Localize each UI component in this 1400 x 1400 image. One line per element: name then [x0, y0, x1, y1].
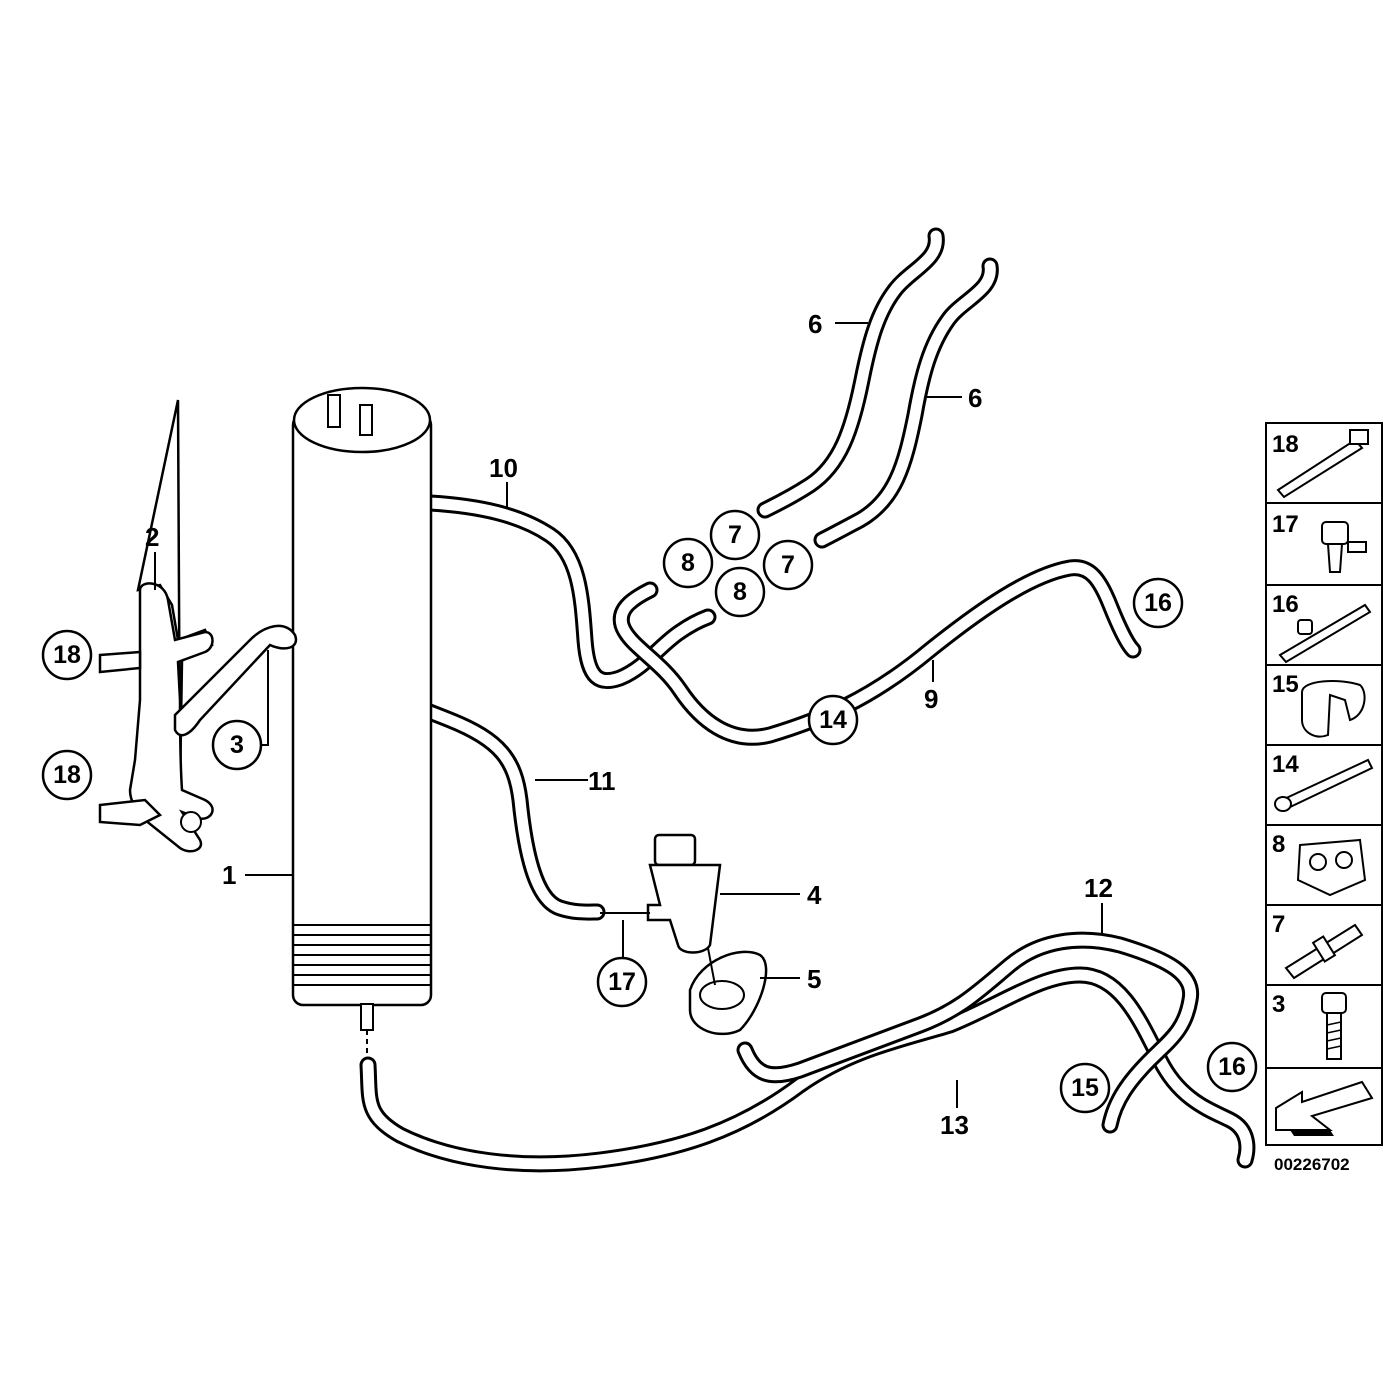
reference-number: 00226702: [1274, 1155, 1350, 1174]
clip-icon: [1301, 680, 1366, 738]
legend-label-14: 14: [1272, 751, 1299, 778]
callout-8a: 8: [662, 537, 714, 589]
callout-14: 14: [807, 694, 859, 746]
callout-11: 11: [588, 766, 616, 796]
legend-label-8: 8: [1272, 831, 1285, 858]
callout-4: 4: [807, 880, 822, 910]
carbon-canister: [291, 386, 433, 1031]
svg-text:18: 18: [53, 761, 81, 789]
hose-6-left: [756, 227, 945, 519]
hose-clip-icon: [1278, 603, 1372, 664]
svg-text:7: 7: [728, 521, 742, 549]
legend-label-17: 17: [1272, 511, 1299, 538]
hose-connector-icon: [1284, 923, 1364, 980]
hose-9: [612, 559, 1142, 746]
callout-15: 15: [1059, 1062, 1111, 1114]
circled-callouts: 18 18 3 7 7 8 8 14: [41, 509, 1258, 1114]
callout-13: 13: [940, 1110, 969, 1140]
hose-6-right: [813, 257, 999, 549]
callout-3: 3: [211, 719, 263, 771]
callout-16b: 16: [1206, 1041, 1258, 1093]
valve-holder: [688, 947, 768, 1036]
legend-label-18: 18: [1272, 431, 1299, 458]
svg-text:16: 16: [1144, 589, 1172, 617]
hose-12: [736, 931, 1200, 1134]
callout-1: 1: [222, 860, 236, 890]
legend-label-16: 16: [1272, 591, 1299, 618]
svg-text:15: 15: [1071, 1074, 1099, 1102]
callout-7b: 7: [762, 539, 814, 591]
callout-6b: 6: [968, 383, 982, 413]
svg-text:18: 18: [53, 641, 81, 669]
legend-label-15: 15: [1272, 671, 1299, 698]
bolt-icon: [1321, 992, 1347, 1060]
svg-text:8: 8: [681, 549, 695, 577]
callout-5: 5: [807, 964, 821, 994]
svg-text:14: 14: [819, 706, 847, 734]
svg-text:3: 3: [230, 731, 244, 759]
purge-valve: [600, 833, 722, 954]
strap-icon: [1274, 758, 1374, 812]
legend-label-3: 3: [1272, 991, 1285, 1018]
callout-9: 9: [924, 684, 938, 714]
callout-18a: 18: [41, 629, 93, 681]
svg-text:16: 16: [1218, 1053, 1246, 1081]
callout-16a: 16: [1132, 577, 1184, 629]
svg-text:17: 17: [608, 968, 636, 996]
cable-tie-icon: [1276, 429, 1369, 499]
callout-10: 10: [489, 453, 518, 483]
svg-text:7: 7: [781, 551, 795, 579]
holder-icon: [1296, 838, 1367, 897]
connector-icon: [1321, 521, 1367, 573]
callout-18b: 18: [41, 749, 93, 801]
bracket: [98, 399, 298, 853]
legend-label-7: 7: [1272, 911, 1285, 938]
hoses: [316, 227, 1256, 1173]
callout-6a: 6: [808, 309, 822, 339]
svg-text:8: 8: [733, 578, 747, 606]
side-legend: 18 17 16 15 14 8: [1265, 422, 1383, 1146]
callout-2: 2: [145, 522, 159, 552]
callout-12: 12: [1084, 873, 1113, 903]
callout-7a: 7: [709, 509, 761, 561]
callout-17: 17: [596, 956, 648, 1008]
callout-8b: 8: [714, 566, 766, 618]
direction-arrow-icon: [1275, 1080, 1374, 1136]
